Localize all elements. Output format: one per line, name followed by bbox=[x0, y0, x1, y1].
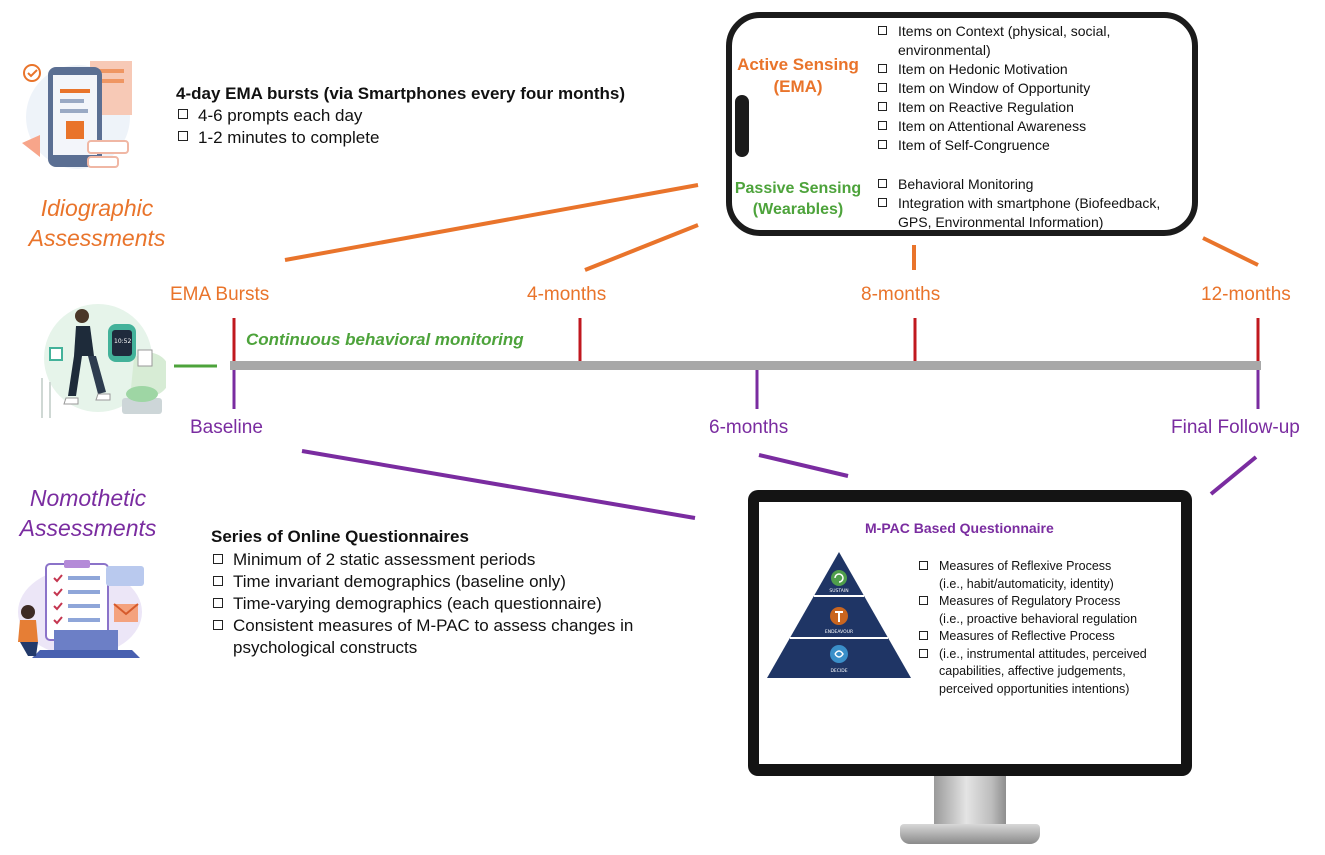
measure-item: Measures of Regulatory Process bbox=[917, 593, 1179, 611]
questionnaire-item: Consistent measures of M-PAC to assess c… bbox=[211, 615, 681, 659]
connector-12-months bbox=[1202, 236, 1259, 267]
monitor-measures-list: Measures of Reflexive Process (i.e., hab… bbox=[917, 558, 1179, 698]
smartwatch-runner-icon: 10:52 bbox=[41, 304, 166, 418]
ema-bursts-panel: 4-day EMA bursts (via Smartphones every … bbox=[176, 84, 625, 149]
active-item: Item on Hedonic Motivation bbox=[876, 60, 1176, 79]
recycle-icon bbox=[831, 570, 847, 586]
timeline-bar bbox=[230, 361, 1261, 370]
svg-text:10:52: 10:52 bbox=[114, 338, 131, 345]
connector-baseline bbox=[301, 449, 696, 520]
measure-item: (i.e., instrumental attitudes, perceived… bbox=[917, 646, 1179, 699]
ema-panel-title: 4-day EMA bursts (via Smartphones every … bbox=[176, 84, 626, 103]
passive-item: Behavioral Monitoring bbox=[876, 175, 1194, 194]
measure-head: Measures of Regulatory Process bbox=[939, 594, 1121, 608]
idiographic-label: Idiographic Assessments bbox=[22, 193, 172, 253]
monitor-neck bbox=[934, 776, 1006, 826]
active-item: Item on Reactive Regulation bbox=[876, 98, 1176, 117]
nomothetic-line-2: Assessments bbox=[19, 515, 157, 541]
timeline-label-8-months: 8-months bbox=[861, 284, 941, 305]
passive-sensing-line-1: Passive Sensing bbox=[734, 180, 862, 197]
measure-head: Measures of Reflexive Process bbox=[939, 559, 1112, 573]
pyramid-label-decide: DECIDE bbox=[830, 668, 847, 674]
active-item: Item on Window of Opportunity bbox=[876, 79, 1176, 98]
monitor-title: M-PAC Based Questionnaire bbox=[865, 520, 1054, 536]
monitor-base bbox=[900, 824, 1040, 844]
measure-head: (i.e., instrumental attitudes, perceived… bbox=[939, 646, 1147, 696]
questionnaire-item: Time-varying demographics (each question… bbox=[211, 593, 681, 615]
active-sensing-line-2: (EMA) bbox=[773, 77, 823, 96]
nomothetic-line-1: Nomothetic bbox=[29, 485, 147, 511]
questionnaire-item: Minimum of 2 static assessment periods bbox=[211, 549, 681, 571]
nomothetic-label: Nomothetic Assessments bbox=[8, 483, 168, 543]
measure-head: Measures of Reflective Process bbox=[939, 629, 1115, 643]
online-questionnaire-icon bbox=[18, 560, 144, 658]
active-item: Item on Attentional Awareness bbox=[876, 117, 1176, 136]
continuous-monitoring-label: Continuous behavioral monitoring bbox=[246, 330, 524, 349]
connector-ema-bursts bbox=[284, 183, 699, 262]
idiographic-line-1: Idiographic bbox=[40, 195, 154, 221]
passive-sensing-list: Behavioral Monitoring Integration with s… bbox=[876, 175, 1194, 232]
passive-sensing-heading: Passive Sensing (Wearables) bbox=[728, 178, 868, 220]
smartphone-survey-icon bbox=[22, 61, 132, 169]
timeline-label-final-follow-up: Final Follow-up bbox=[1171, 417, 1300, 438]
timeline-label-baseline: Baseline bbox=[190, 417, 263, 438]
mpac-pyramid: SUSTAIN ENDEAVOUR DECIDE bbox=[767, 552, 911, 678]
smartphone-frame bbox=[726, 12, 1198, 236]
passive-item: Integration with smartphone (Biofeedback… bbox=[876, 194, 1194, 232]
ema-item: 4-6 prompts each day bbox=[176, 105, 625, 127]
active-sensing-line-1: Active Sensing bbox=[737, 55, 859, 74]
questionnaire-panel: Series of Online Questionnaires Minimum … bbox=[211, 527, 681, 659]
active-sensing-heading: Active Sensing (EMA) bbox=[728, 54, 868, 98]
measure-item: Measures of Reflective Process bbox=[917, 628, 1179, 646]
connector-6-months bbox=[758, 453, 849, 478]
measure-sub: (i.e., habit/automaticity, identity) bbox=[939, 576, 1114, 591]
passive-sensing-line-2: (Wearables) bbox=[752, 201, 844, 218]
brain-icon bbox=[830, 645, 848, 663]
timeline-label-12-months: 12-months bbox=[1201, 284, 1291, 305]
measure-sub: (i.e., proactive behavioral regulation bbox=[939, 611, 1138, 626]
timeline-label-6-months: 6-months bbox=[709, 417, 789, 438]
questionnaire-item: Time invariant demographics (baseline on… bbox=[211, 571, 681, 593]
questionnaire-panel-title: Series of Online Questionnaires bbox=[211, 527, 469, 546]
active-item: Items on Context (physical, social, envi… bbox=[876, 22, 1176, 60]
connector-final bbox=[1209, 455, 1258, 496]
connector-4-months bbox=[584, 223, 699, 272]
measure-item: Measures of Reflexive Process bbox=[917, 558, 1179, 576]
phone-camera-pill bbox=[735, 95, 749, 157]
active-item: Item of Self-Congruence bbox=[876, 136, 1176, 155]
pyramid-label-sustain: SUSTAIN bbox=[829, 588, 848, 594]
timeline-label-ema-bursts: EMA Bursts bbox=[170, 284, 270, 305]
ema-item: 1-2 minutes to complete bbox=[176, 127, 625, 149]
pyramid-label-endeavour: ENDEAVOUR bbox=[825, 629, 853, 635]
timeline-label-4-months: 4-months bbox=[527, 284, 607, 305]
active-sensing-list: Items on Context (physical, social, envi… bbox=[876, 22, 1176, 155]
idiographic-line-2: Assessments bbox=[28, 225, 166, 251]
